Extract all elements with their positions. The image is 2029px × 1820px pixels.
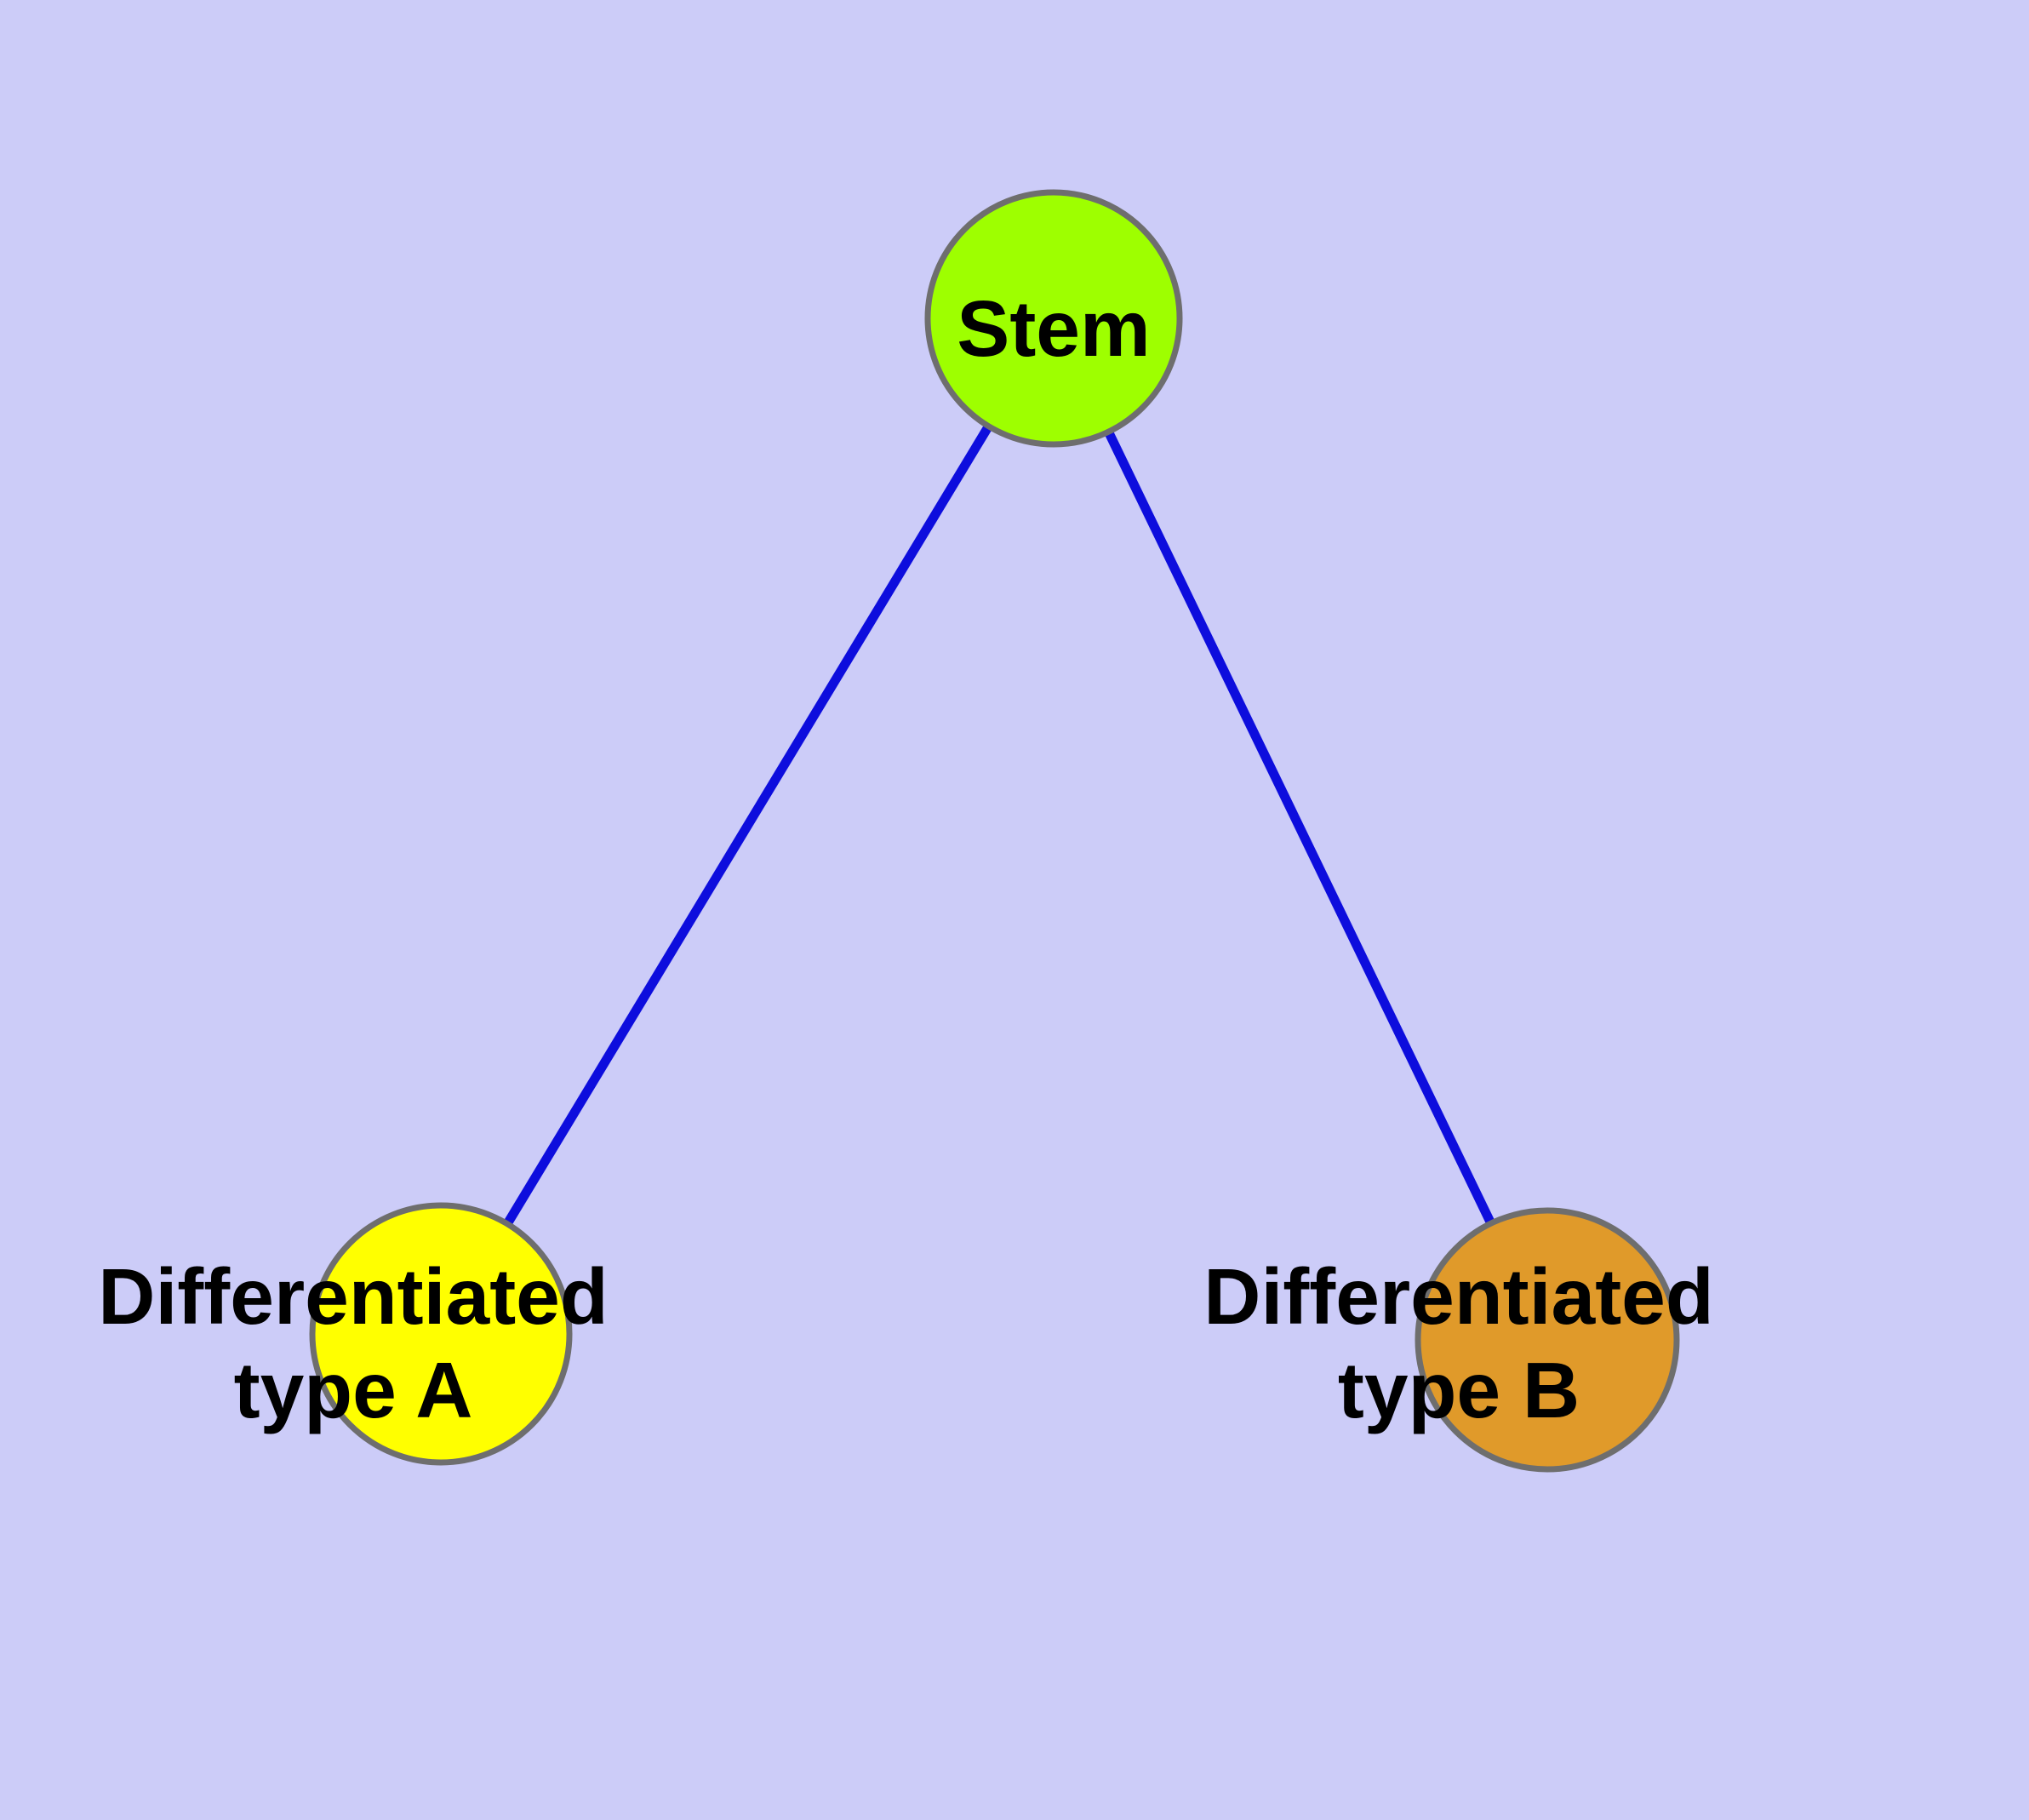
edge-stem-to-differentiated-type-b[interactable]: [1049, 316, 1552, 1342]
node-stem[interactable]: [924, 189, 1183, 448]
edge-layer: [437, 316, 1552, 1342]
node-layer: [309, 189, 1680, 1473]
edge-stem-to-differentiated-type-a[interactable]: [437, 316, 1058, 1336]
node-differentiated-type-a[interactable]: [309, 1202, 573, 1466]
node-differentiated-type-b[interactable]: [1415, 1207, 1680, 1473]
